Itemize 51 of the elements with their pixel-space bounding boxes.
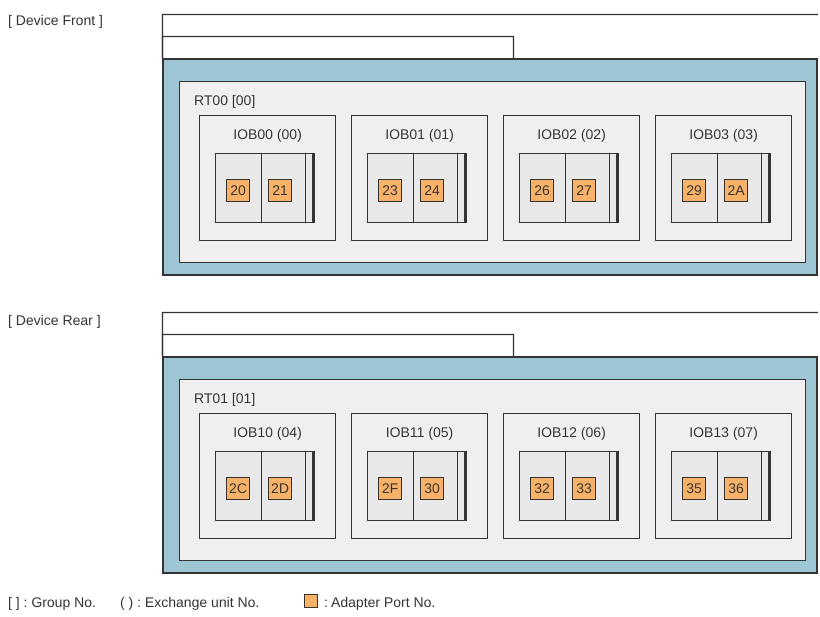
adapter-port: 29 <box>682 179 706 202</box>
adapter-slot-box <box>215 153 315 223</box>
unit-title: IOB00 (00) <box>232 126 303 142</box>
group-box <box>179 379 806 561</box>
adapter-port: 23 <box>378 179 402 202</box>
group-title: RT01 [01] <box>194 390 256 406</box>
adapter-port: 2C <box>226 477 250 500</box>
exchange-unit-box <box>199 115 336 241</box>
adapter-slot-box <box>367 153 467 223</box>
device-panel <box>162 356 818 574</box>
unit-title: IOB12 (06) <box>536 424 607 440</box>
unit-title: IOB13 (07) <box>688 424 759 440</box>
adapter-slot-box <box>215 451 315 521</box>
legend-note: [ ] : Group No. <box>8 594 96 610</box>
exchange-unit-box <box>503 413 640 539</box>
unit-title: IOB11 (05) <box>384 424 454 440</box>
section-heading: [ Device Front ] <box>8 12 103 28</box>
adapter-slot-box <box>519 451 619 521</box>
unit-title: IOB02 (02) <box>536 126 607 142</box>
adapter-port: 20 <box>226 179 250 202</box>
section-heading: [ Device Rear ] <box>8 312 101 328</box>
group-title: RT00 [00] <box>194 92 256 108</box>
adapter-slot-box <box>519 153 619 223</box>
unit-title: IOB10 (04) <box>232 424 303 440</box>
adapter-port: 21 <box>268 179 292 202</box>
exchange-unit-box <box>655 115 792 241</box>
unit-title: IOB01 (01) <box>384 126 455 142</box>
exchange-unit-box <box>655 413 792 539</box>
adapter-port: 36 <box>724 477 748 500</box>
adapter-port: 27 <box>572 179 596 202</box>
adapter-port: 2A <box>724 179 748 202</box>
adapter-port: 2F <box>378 477 402 500</box>
adapter-port: 2D <box>268 477 292 500</box>
adapter-slot-box <box>671 153 771 223</box>
exchange-unit-box <box>351 413 488 539</box>
adapter-slot-box <box>367 451 467 521</box>
adapter-port: 35 <box>682 477 706 500</box>
exchange-unit-box <box>503 115 640 241</box>
adapter-port: 24 <box>420 179 444 202</box>
adapter-port: 32 <box>530 477 554 500</box>
exchange-unit-box <box>199 413 336 539</box>
exchange-unit-box <box>351 115 488 241</box>
device-panel <box>162 58 818 276</box>
adapter-port: 30 <box>420 477 444 500</box>
group-box <box>179 81 806 263</box>
legend-label: : Adapter Port No. <box>324 594 436 610</box>
adapter-port: 33 <box>572 477 596 500</box>
legend-note: ( ) : Exchange unit No. <box>120 594 260 610</box>
unit-title: IOB03 (03) <box>688 126 759 142</box>
adapter-port: 26 <box>530 179 554 202</box>
adapter-slot-box <box>671 451 771 521</box>
